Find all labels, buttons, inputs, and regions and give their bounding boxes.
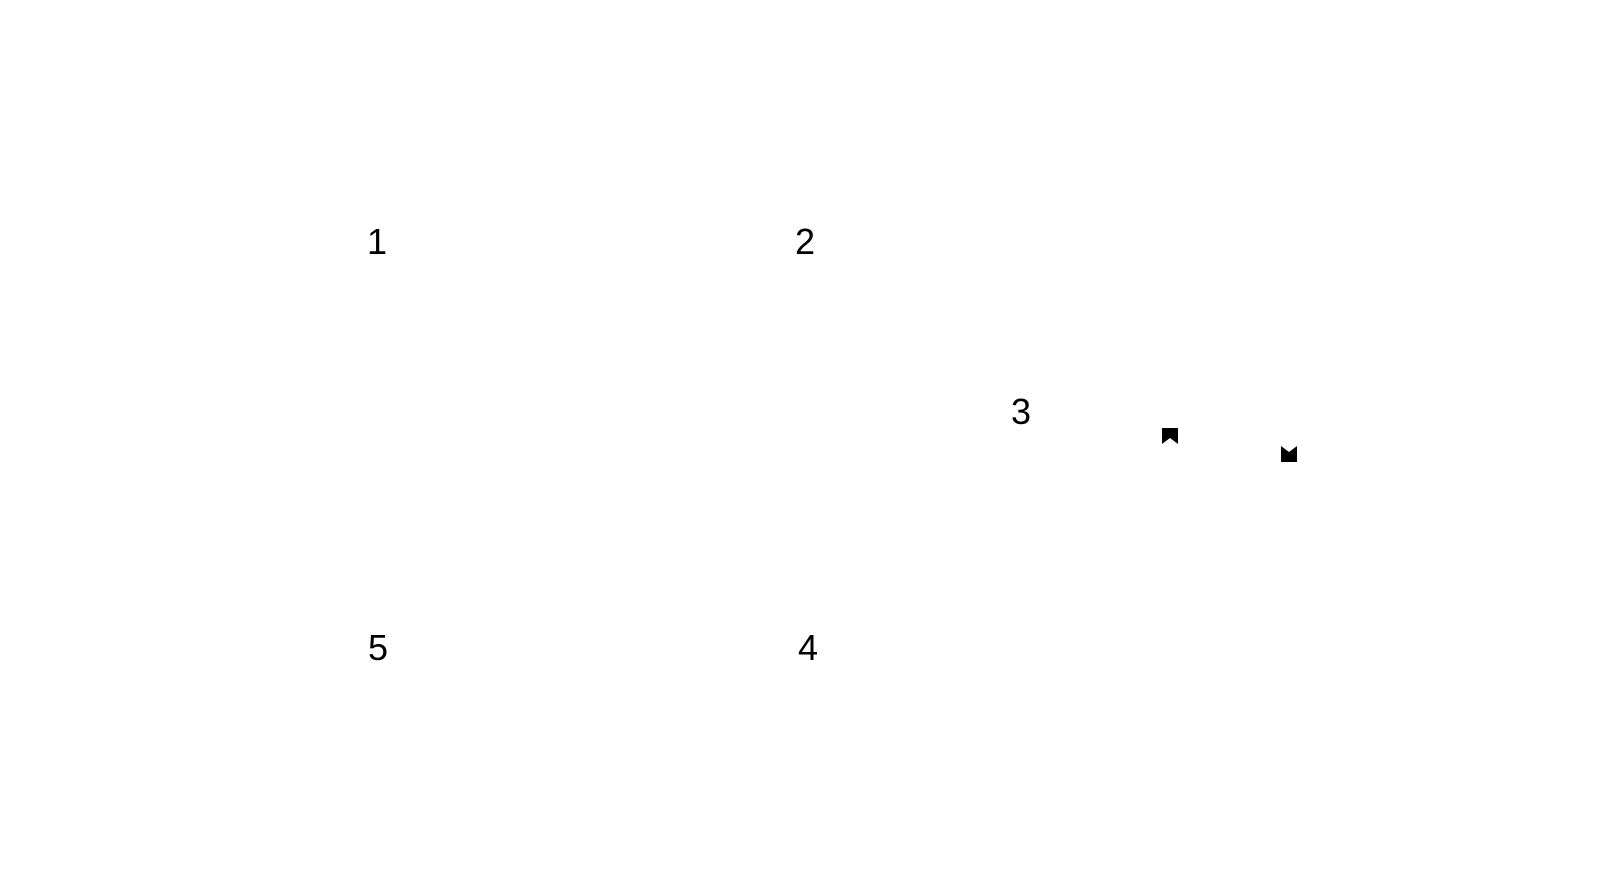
label-3: 3 [1010, 391, 1032, 432]
notched-square-icon [1280, 445, 1298, 463]
label-2: 2 [794, 221, 816, 262]
label-4: 4 [797, 627, 819, 668]
label-1: 1 [366, 221, 388, 262]
bookmark-icon [1161, 427, 1179, 445]
label-5: 5 [367, 627, 389, 668]
